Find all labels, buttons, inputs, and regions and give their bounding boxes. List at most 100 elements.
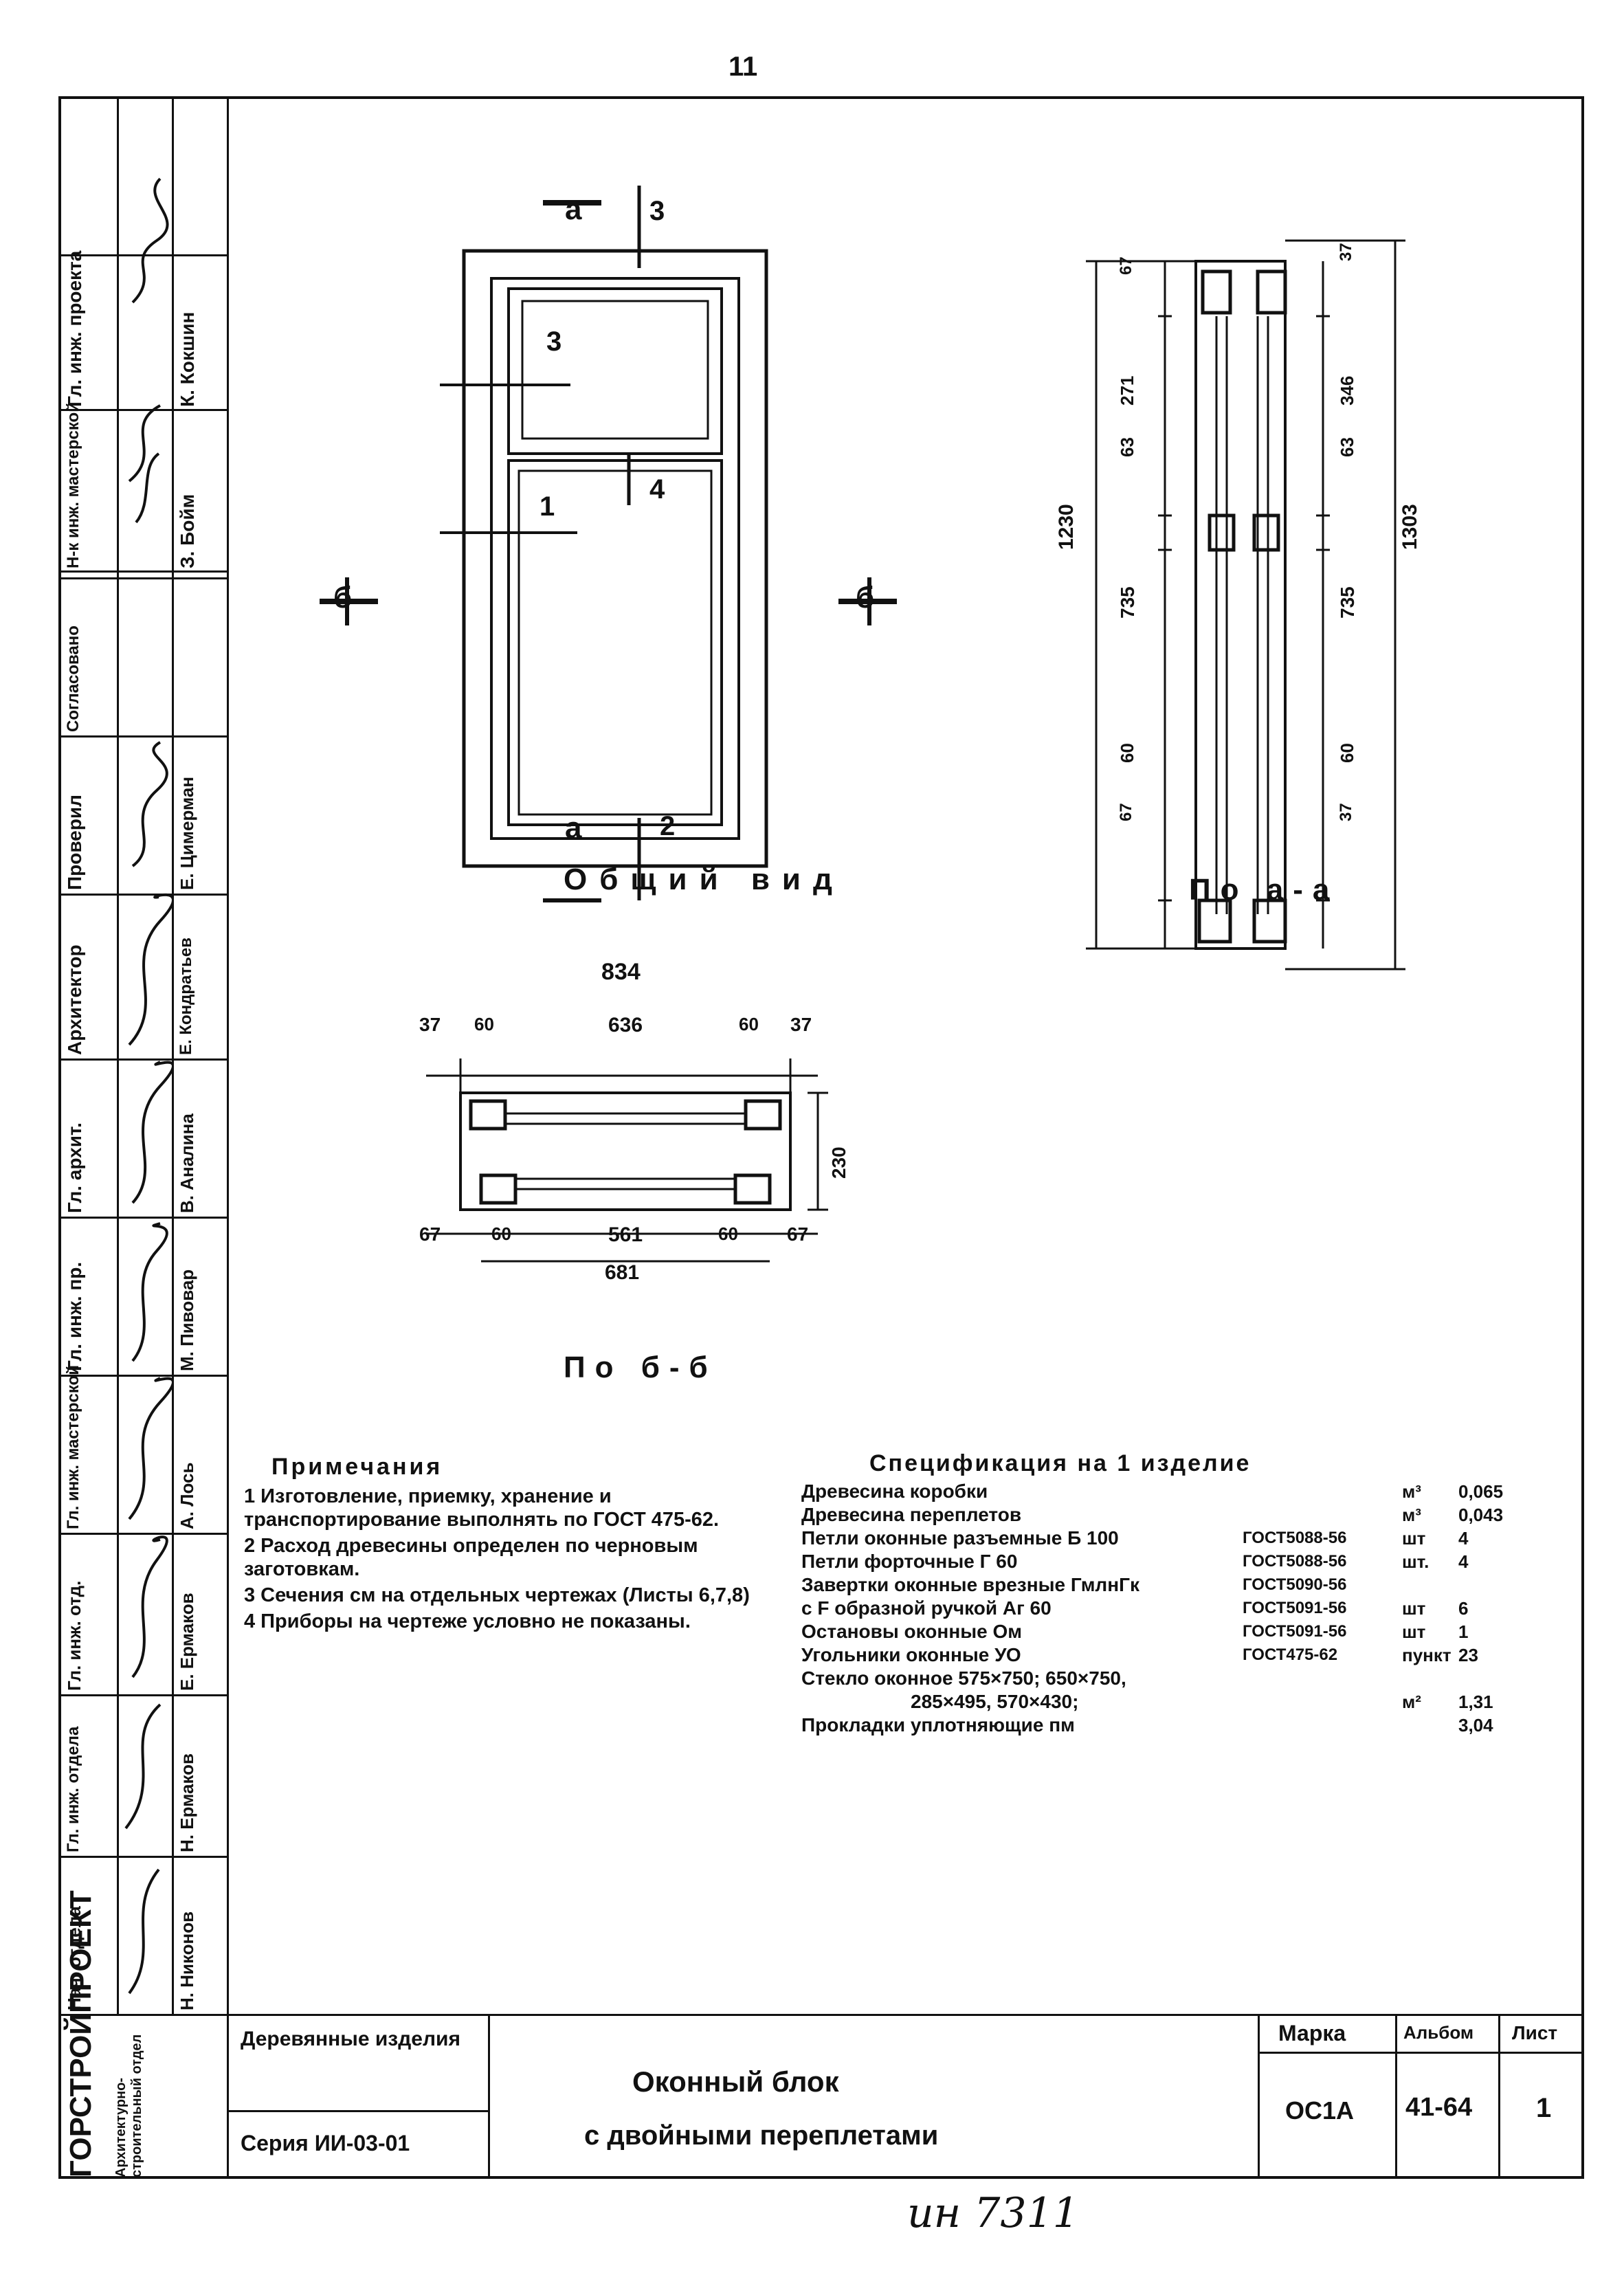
stamp-name-9: Е. Ермаков	[177, 1593, 197, 1691]
aa-dim-63-left: 63	[1117, 437, 1137, 457]
note-3: 3 Сечения см на отдельных чертежах (Лист…	[244, 1584, 750, 1606]
spec-qty: 4	[1458, 1551, 1469, 1572]
bb-dim-67-left: 67	[419, 1223, 441, 1245]
specification-block: Спецификация на 1 изделие Древесина коро…	[801, 1450, 1570, 1737]
spec-qty	[1458, 1573, 1504, 1597]
spec-name: Стекло оконное 575×750; 650×750,	[801, 1667, 1126, 1689]
stamp-name-2: З. Бойм	[177, 494, 198, 568]
spec-name: Завертки оконные врезные ГмлнГк	[801, 1574, 1140, 1595]
part-label-1: 1	[540, 491, 555, 522]
section-mark-a-top: а	[565, 192, 582, 226]
aa-dim-346: 346	[1337, 375, 1357, 406]
aa-dim-60-left: 60	[1117, 743, 1137, 763]
stamp-role-2: Н-к инж. мастерской	[64, 402, 82, 568]
spec-qty: 0,043	[1458, 1504, 1504, 1525]
section-aa-caption: По а-а	[1189, 873, 1339, 907]
section-mark-a-bottom: а	[565, 811, 582, 845]
stamp-name-6: В. Аналина	[177, 1113, 197, 1213]
spec-standard: ГОСТ5091-56	[1243, 1622, 1347, 1641]
part-label-3-top: 3	[649, 196, 665, 226]
marka-label: Марка	[1278, 2021, 1346, 2045]
spec-standard: ГОСТ5091-56	[1243, 1599, 1347, 1617]
spec-row: Древесина коробки м³ 0,065	[801, 1480, 1504, 1503]
stamp-role-1: Гл. инж. проекта	[64, 250, 85, 407]
general-view-caption: Общий вид	[564, 863, 845, 896]
part-label-3: 3	[546, 326, 562, 357]
notes-block: Примечания 1 Изготовление, приемку, хран…	[244, 1454, 773, 1633]
spec-unit: шт	[1402, 1621, 1426, 1642]
bb-dim-60-bottom-right: 60	[718, 1223, 738, 1244]
aa-dim-735-left: 735	[1117, 586, 1138, 619]
spec-unit: м³	[1402, 1481, 1421, 1502]
spec-standard	[1242, 1480, 1401, 1503]
aa-dim-top-left: 67	[1117, 256, 1135, 275]
bb-dim-561: 561	[608, 1223, 643, 1246]
spec-name: Петли оконные разъемные Б 100	[801, 1527, 1119, 1549]
note-2: 2 Расход древесины определен по черновым…	[244, 1535, 698, 1580]
stamp-role-6: Гл. архит.	[64, 1122, 85, 1213]
stamp-name-1: К. Кокшин	[177, 311, 198, 407]
stamp-role-5: Архитектор	[64, 944, 85, 1055]
bb-dim-636: 636	[608, 1014, 643, 1036]
bb-dim-37-left: 37	[419, 1014, 441, 1035]
sheet-label: Лист	[1512, 2022, 1558, 2043]
window-frame-outline	[462, 249, 768, 868]
stamp-name-4: Е. Цимерман	[177, 776, 197, 890]
organization-name: ГОРСТРОЙПРОЕКТ	[64, 1890, 98, 2177]
section-mark-b-right: б	[856, 581, 875, 614]
aa-dim-1303: 1303	[1399, 504, 1421, 550]
spec-name: с F образной ручкой Аг 60	[801, 1597, 1052, 1619]
stamp-name-11: Н. Никонов	[177, 1911, 197, 2010]
spec-unit: шт.	[1402, 1551, 1430, 1572]
stamp-role-3: Согласовано	[64, 625, 82, 732]
spec-unit: пункт	[1402, 1644, 1451, 1665]
title-line-1: Оконный блок	[632, 2065, 839, 2098]
spec-row: Стекло оконное 575×750; 650×750,	[801, 1667, 1504, 1690]
stamp-role-8: Гл. инж. мастерской	[64, 1365, 82, 1529]
bb-dim-60-top-left: 60	[474, 1014, 494, 1034]
spec-row: Прокладки уплотняющие пм 3,04	[801, 1714, 1504, 1737]
bb-dim-60-top-right: 60	[739, 1014, 759, 1034]
spec-standard: ГОСТ475-62	[1243, 1645, 1338, 1664]
section-mark-b-left: б	[333, 581, 353, 614]
aa-dim-735-right: 735	[1337, 586, 1358, 619]
signature-scribbles	[124, 177, 174, 1995]
spec-standard	[1242, 1503, 1401, 1527]
bb-dim-230: 230	[828, 1146, 849, 1179]
bb-dim-67-right: 67	[787, 1223, 809, 1245]
spec-name: Древесина коробки	[801, 1481, 988, 1502]
aa-dim-271: 271	[1117, 375, 1137, 406]
bb-dim-60-bottom-left: 60	[491, 1223, 511, 1244]
frame-inner-border	[227, 96, 229, 2179]
spec-unit: шт	[1402, 1527, 1426, 1549]
spec-qty: 0,065	[1458, 1481, 1504, 1502]
spec-qty: 1,31	[1458, 1691, 1493, 1712]
spec-name: Древесина переплетов	[801, 1504, 1022, 1525]
spec-row: Завертки оконные врезные ГмлнГк ГОСТ5090-…	[801, 1573, 1504, 1597]
spec-unit	[1401, 1667, 1458, 1690]
spec-qty: 23	[1458, 1644, 1478, 1665]
spec-standard: ГОСТ5090-56	[1243, 1575, 1347, 1594]
spec-qty: 3,04	[1458, 1714, 1493, 1736]
spec-name: Прокладки уплотняющие пм	[801, 1714, 1075, 1736]
album-value: 41-64	[1405, 2093, 1473, 2122]
album-label: Альбом	[1403, 2022, 1474, 2043]
sheet-value: 1	[1536, 2093, 1552, 2123]
stamp-role-9: Гл. инж. отд.	[64, 1580, 85, 1691]
page-number: 11	[728, 52, 758, 82]
inventory-number: ин 7311	[907, 2189, 1079, 2237]
part-label-2: 2	[660, 811, 676, 841]
bb-dim-681: 681	[605, 1261, 640, 1284]
category-label: Деревянные изделия	[241, 2028, 460, 2050]
spec-qty: 1	[1458, 1621, 1469, 1642]
title-line-2: с двойными переплетами	[584, 2120, 939, 2151]
organization-block: ГОРСТРОЙПРОЕКТ Архитектурно-строительный…	[58, 1890, 227, 2179]
spec-name: 285×495, 570×430;	[911, 1691, 1079, 1712]
spec-qty: 6	[1458, 1597, 1469, 1619]
stamp-role-10: Гл. инж. отдела	[64, 1726, 82, 1852]
